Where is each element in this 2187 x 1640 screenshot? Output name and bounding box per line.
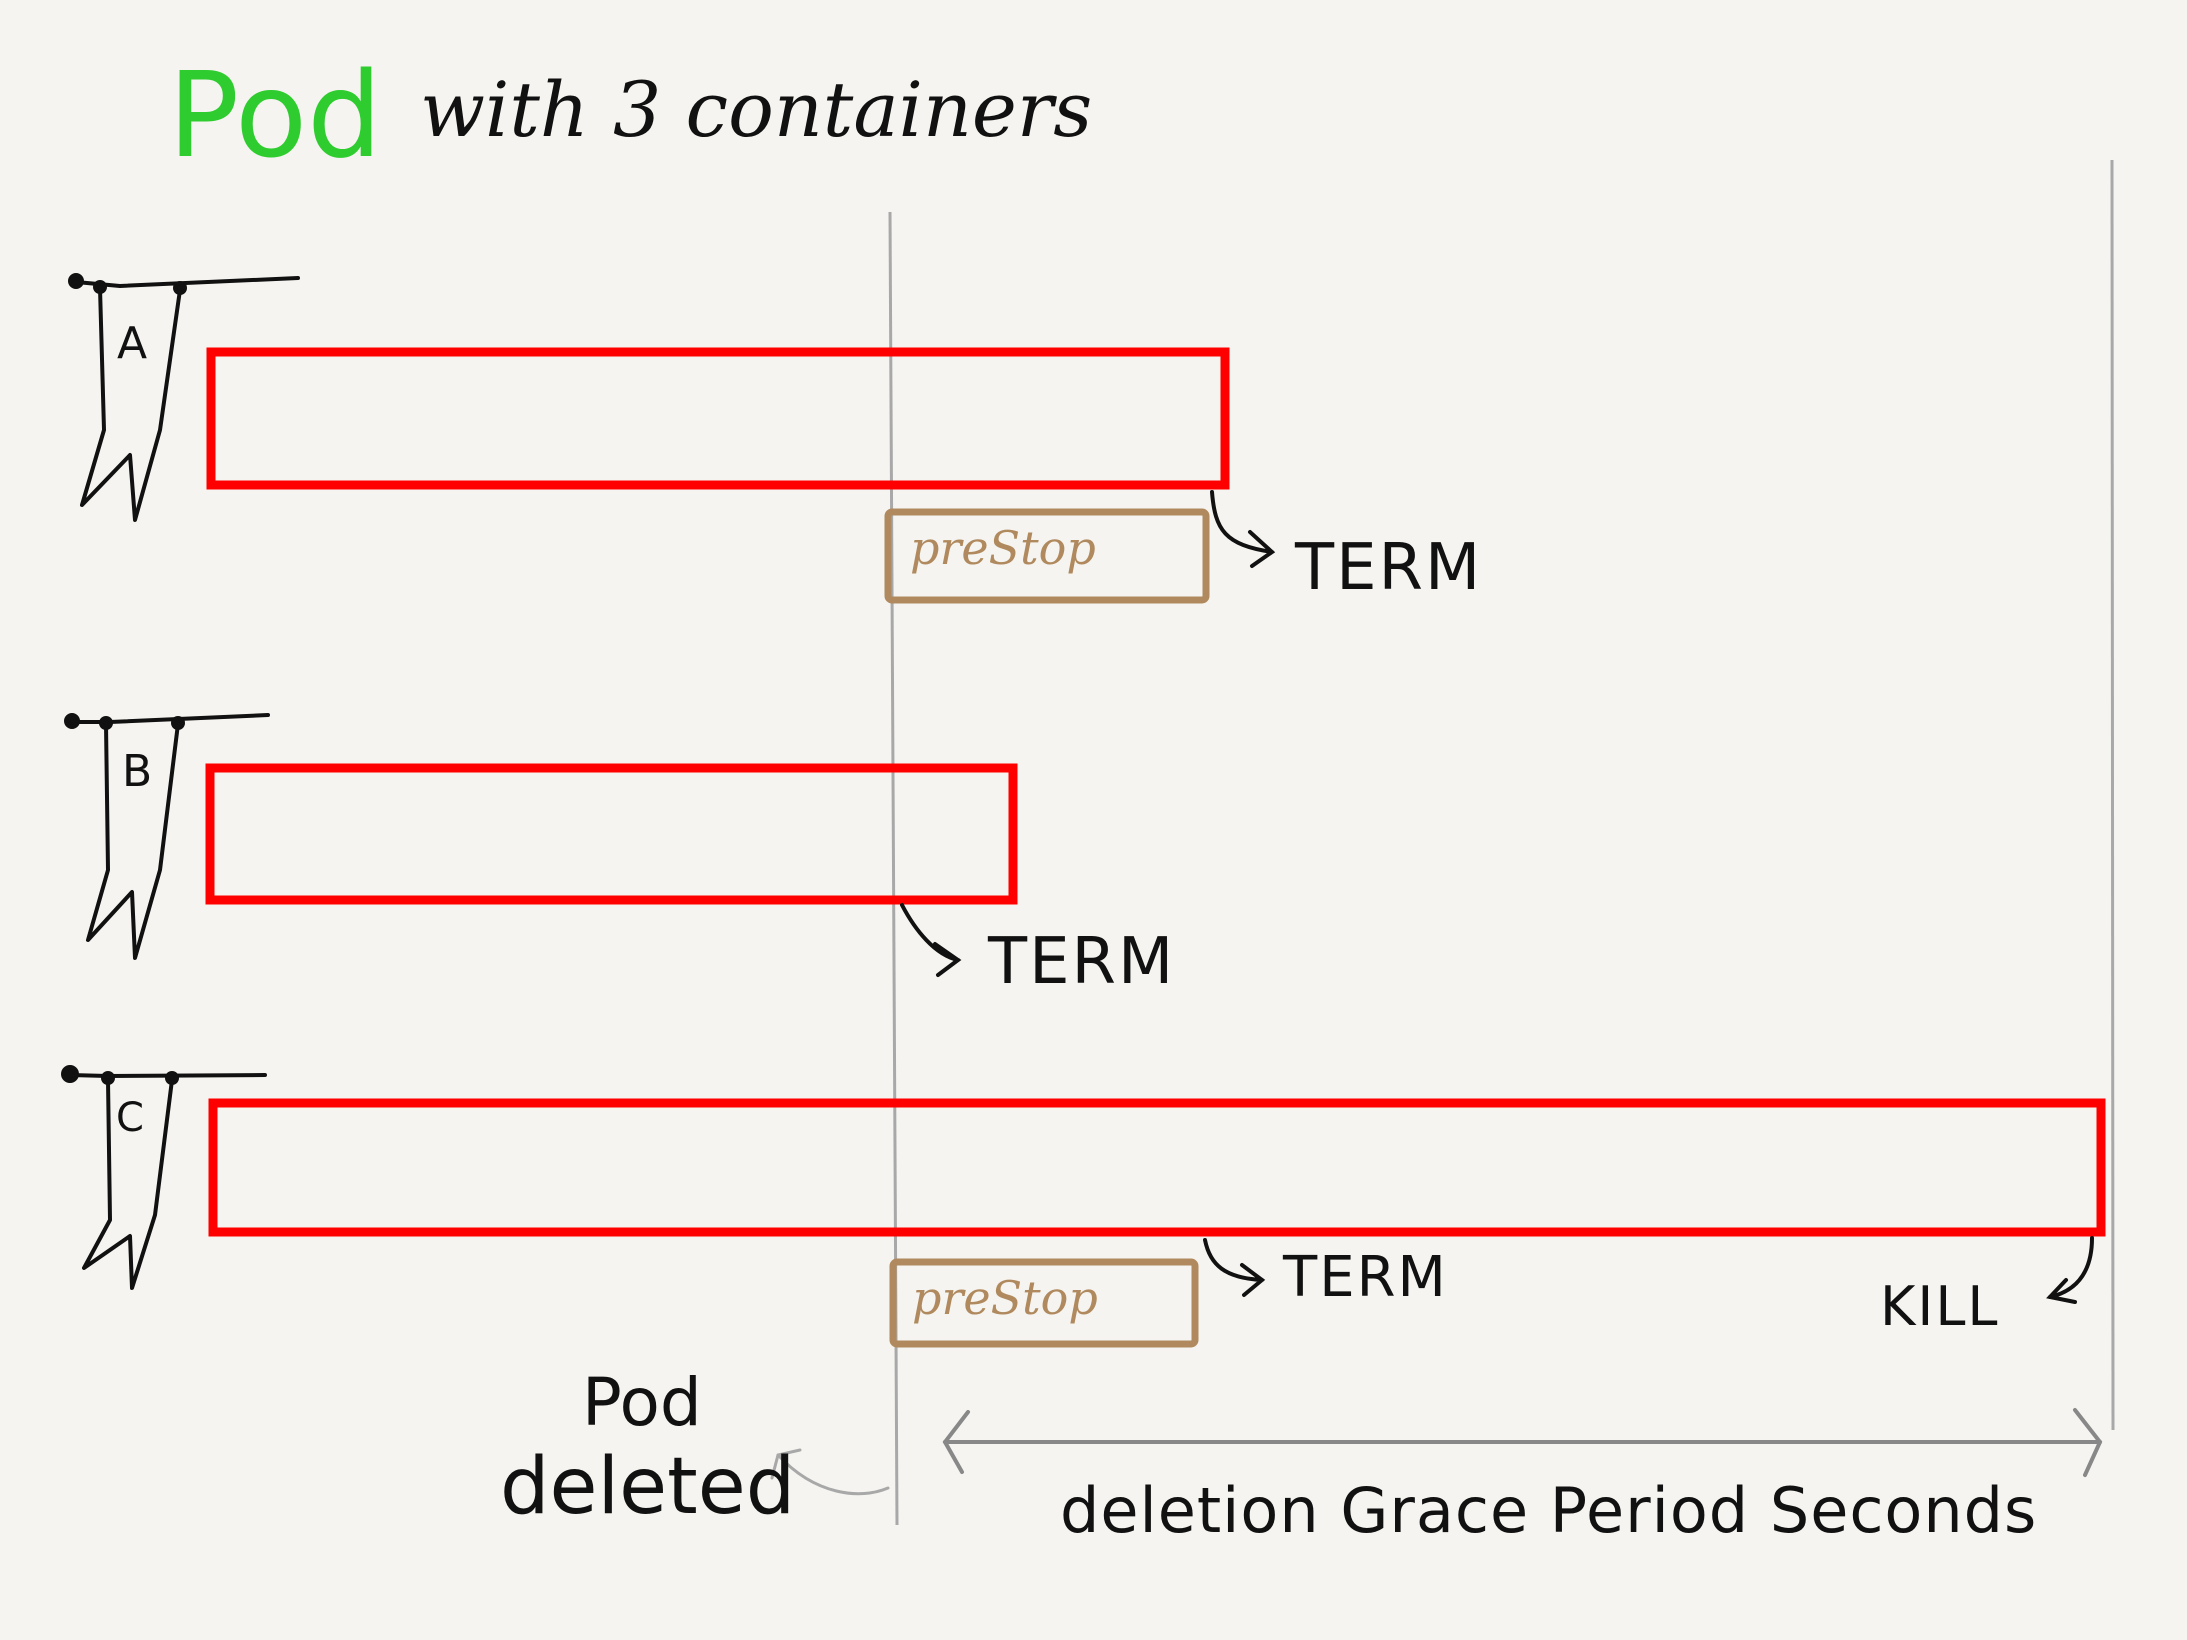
container-b-term-label: TERM <box>988 925 1176 999</box>
grace-period-double-arrow-icon <box>942 1408 2103 1477</box>
pod-title: Pod <box>168 46 383 184</box>
pod-deleted-label-line2: deleted <box>500 1442 796 1532</box>
container-c-term-label: TERM <box>1283 1245 1448 1310</box>
container-b-term-arrow-icon <box>900 903 962 977</box>
container-a-prestop-box <box>884 508 1210 604</box>
container-a-bar <box>206 347 1230 490</box>
container-c-bar <box>208 1098 2106 1237</box>
pod-deleted-arrow-icon <box>770 1448 890 1496</box>
container-c-kill-label: KILL <box>1880 1275 2000 1338</box>
pod-subtitle: with 3 containers <box>420 65 1093 154</box>
container-c-kill-arrow-icon <box>2046 1236 2094 1304</box>
container-c-prestop-label: preStop <box>912 1271 1098 1325</box>
container-a-prestop-label: preStop <box>910 521 1096 575</box>
container-b-flag-icon <box>64 713 270 960</box>
container-c-term-arrow-icon <box>1203 1238 1266 1297</box>
grace-period-label: deletion Grace Period Seconds <box>1060 1474 2038 1547</box>
grace-period-end-line <box>2110 159 2115 1431</box>
container-a-term-arrow-icon <box>1210 490 1276 568</box>
pod-deleted-label-line1: Pod <box>582 1364 702 1441</box>
container-c-flag-icon <box>61 1065 267 1290</box>
container-a-label: A <box>117 318 148 369</box>
container-b-bar <box>205 763 1018 905</box>
container-c-prestop-box <box>889 1258 1199 1348</box>
container-b-label: B <box>122 746 153 797</box>
container-c-label: C <box>116 1095 144 1141</box>
container-a-term-label: TERM <box>1295 531 1483 605</box>
container-a-flag-icon <box>68 273 300 522</box>
